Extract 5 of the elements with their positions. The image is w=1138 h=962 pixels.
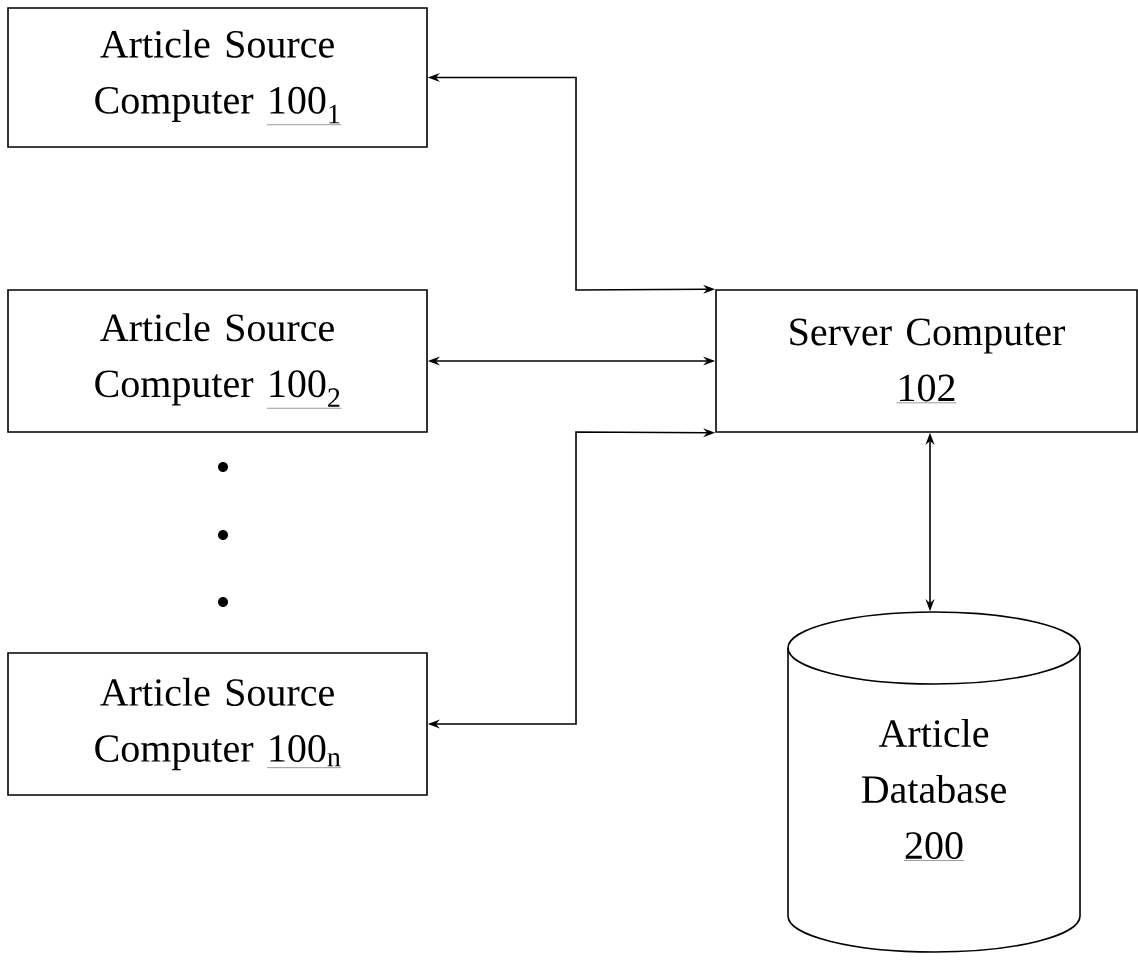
database-cylinder: Article Database 200 (787, 611, 1081, 953)
process-box: Article Source Computer 100$_{1}$ (7, 7, 428, 148)
process-box: Article Source Computer 100$_{2}$ (7, 289, 428, 433)
process-box: Server Computer 102 (715, 289, 1138, 433)
process-box: Article Source Computer 100$_{n}$ (7, 652, 428, 796)
